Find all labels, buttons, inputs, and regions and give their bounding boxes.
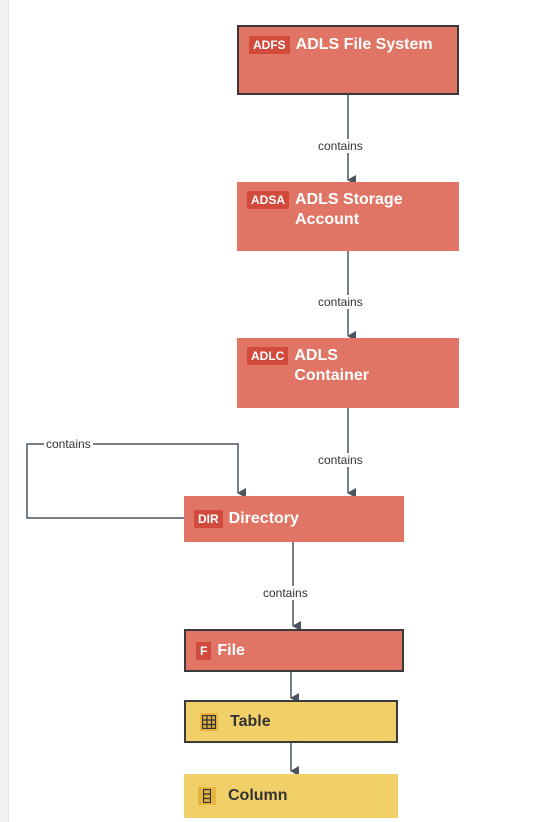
badge-f: F [196, 641, 212, 660]
table-icon [200, 712, 218, 731]
node-label-adls-storage-account: ADLS Storage Account [295, 191, 403, 228]
node-label-table: Table [230, 712, 271, 730]
badge-adfs: ADFS [249, 36, 290, 54]
node-label-adls-file-system: ADLS File System [295, 36, 433, 53]
badge-adsa: ADSA [247, 191, 290, 209]
edge-label-dir-file: contains [261, 586, 310, 600]
edge-label-adfs-adsa: contains [316, 139, 365, 153]
edge-label-adsa-adlc: contains [316, 295, 365, 309]
edge-label-adlc-dir: contains [316, 453, 365, 467]
node-column[interactable]: Column [184, 774, 398, 818]
node-directory[interactable]: DIR Directory [184, 496, 404, 542]
edge-label-dir-self: contains [44, 437, 93, 451]
column-icon [198, 787, 216, 805]
diagram-canvas [8, 0, 541, 822]
badge-dir: DIR [194, 510, 223, 528]
node-table[interactable]: Table [184, 700, 398, 743]
node-adls-storage-account[interactable]: ADSA ADLS Storage Account [237, 182, 459, 251]
node-label-directory: Directory [228, 510, 299, 527]
node-label-adls-container: ADLS Container [294, 347, 369, 384]
node-label-column: Column [228, 787, 288, 804]
node-label-file: File [217, 641, 245, 659]
badge-adlc: ADLC [247, 347, 289, 365]
node-adls-container[interactable]: ADLC ADLS Container [237, 338, 459, 408]
node-adls-file-system[interactable]: ADFS ADLS File System [237, 25, 459, 95]
node-file[interactable]: F File [184, 629, 404, 672]
